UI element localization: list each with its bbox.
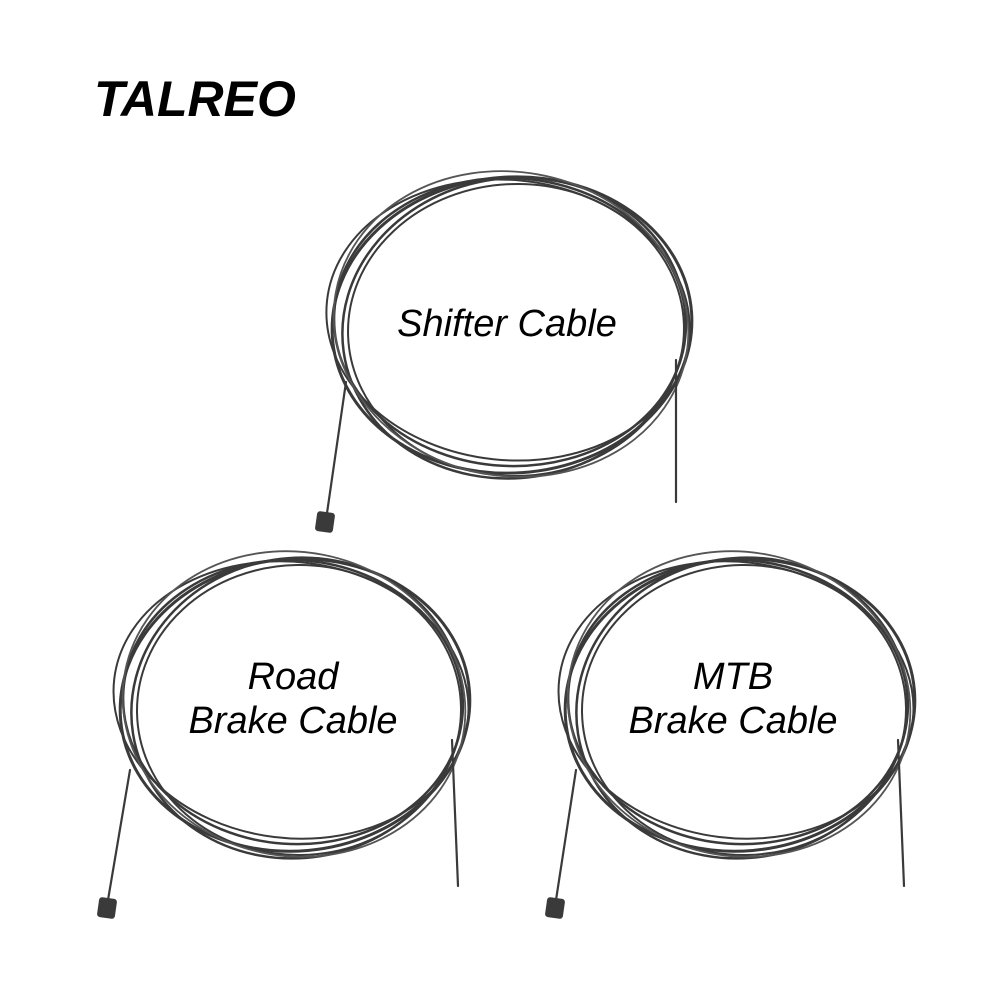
mtb-brake-cable-label-line-2: Brake Cable — [628, 700, 838, 742]
shifter-cable-label-line-1: Shifter Cable — [397, 303, 617, 345]
road-brake-cable-end-nipple — [97, 897, 117, 919]
shifter-cable-end-nipple — [315, 511, 335, 533]
mtb-brake-cable-end-nipple — [545, 897, 565, 919]
shifter-cable-coil — [324, 170, 694, 522]
road-brake-cable-label-line-1: Road — [247, 656, 339, 698]
brand-logo-text: TALREO — [94, 71, 296, 127]
mtb-brake-cable-label-line-1: MTB — [692, 656, 774, 698]
mtb-brake-cable-coil — [554, 550, 917, 902]
road-brake-cable-label: Road Brake Cable — [143, 655, 443, 743]
road-brake-cable-coil — [106, 550, 472, 902]
road-brake-cable-label-line-2: Brake Cable — [188, 700, 398, 742]
mtb-brake-cable-label: MTB Brake Cable — [583, 655, 883, 743]
shifter-cable-label: Shifter Cable — [357, 302, 657, 346]
